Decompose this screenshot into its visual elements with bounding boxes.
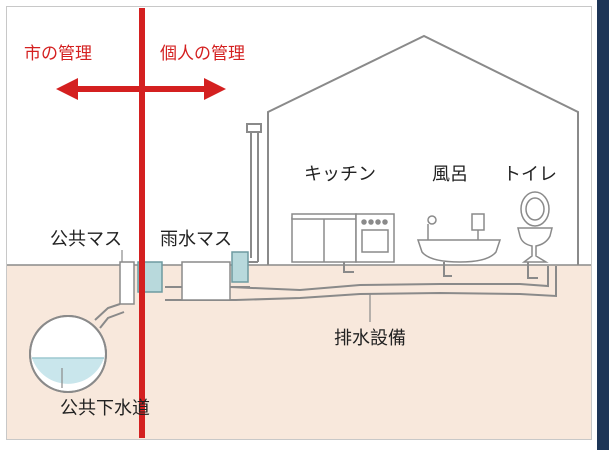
kitchen-cabinet <box>291 213 357 263</box>
sewer-main <box>29 315 107 393</box>
toilet-label: トイレ <box>503 164 557 185</box>
rain-basin-label: 雨水マス <box>160 229 232 250</box>
page-edge-bar <box>597 0 609 450</box>
toilet-bowl <box>517 191 553 263</box>
management-arrow <box>56 78 226 100</box>
individual-management-label: 個人の管理 <box>160 44 245 64</box>
house-outline <box>267 34 579 265</box>
city-management-label: 市の管理 <box>24 44 92 64</box>
downpipe <box>246 123 262 263</box>
drain-stubs <box>343 262 538 279</box>
drainage-label: 排水設備 <box>334 328 406 349</box>
bathtub <box>416 213 502 263</box>
stove <box>355 213 395 263</box>
leader-lines <box>121 250 371 322</box>
kitchen-label: キッチン <box>304 164 376 185</box>
sewer-label: 公共下水道 <box>60 398 150 419</box>
public-basin-label: 公共マス <box>50 229 122 250</box>
bath-label: 風呂 <box>432 164 468 185</box>
